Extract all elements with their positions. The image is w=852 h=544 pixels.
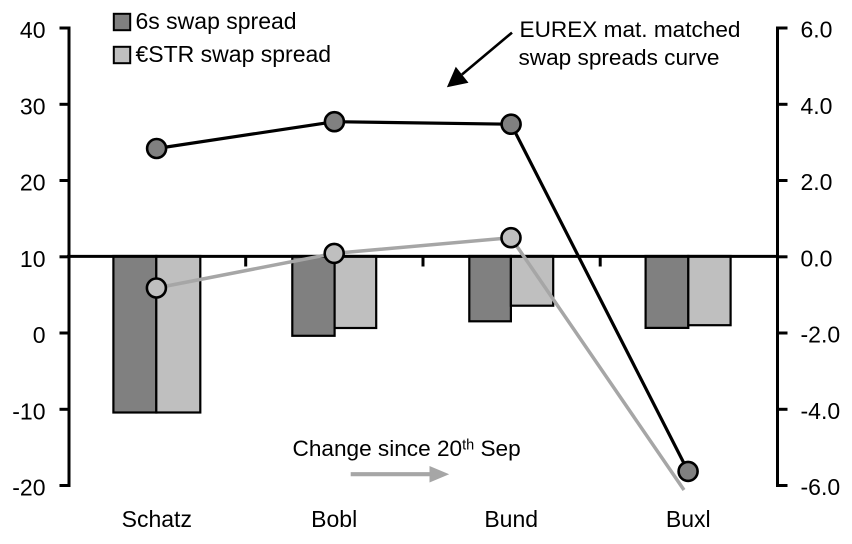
svg-text:-2.0: -2.0 (801, 322, 841, 348)
svg-text:40: 40 (20, 17, 46, 43)
svg-text:6s swap spread: 6s swap spread (136, 8, 297, 34)
svg-text:6.0: 6.0 (801, 17, 833, 43)
svg-text:0.0: 0.0 (801, 245, 833, 271)
svg-text:20: 20 (20, 170, 46, 196)
svg-text:10: 10 (20, 246, 46, 272)
svg-text:-6.0: -6.0 (801, 474, 841, 500)
svg-text:-4.0: -4.0 (801, 398, 841, 424)
svg-text:Schatz: Schatz (122, 506, 192, 532)
svg-text:2.0: 2.0 (801, 169, 833, 195)
svg-text:Buxl: Buxl (666, 506, 711, 532)
svg-text:-20: -20 (12, 475, 45, 501)
svg-text:4.0: 4.0 (801, 93, 833, 119)
svg-text:swap spreads curve: swap spreads curve (519, 45, 720, 70)
svg-text:Bund: Bund (484, 506, 538, 532)
svg-text:Bobl: Bobl (311, 506, 357, 532)
svg-text:EUREX mat. matched: EUREX mat. matched (520, 17, 741, 42)
svg-text:-10: -10 (12, 398, 45, 424)
svg-text:€STR swap spread: €STR swap spread (136, 41, 332, 67)
svg-text:0: 0 (33, 322, 46, 348)
svg-text:30: 30 (20, 93, 46, 119)
svg-text:Change since 20th Sep: Change since 20th Sep (293, 436, 521, 461)
